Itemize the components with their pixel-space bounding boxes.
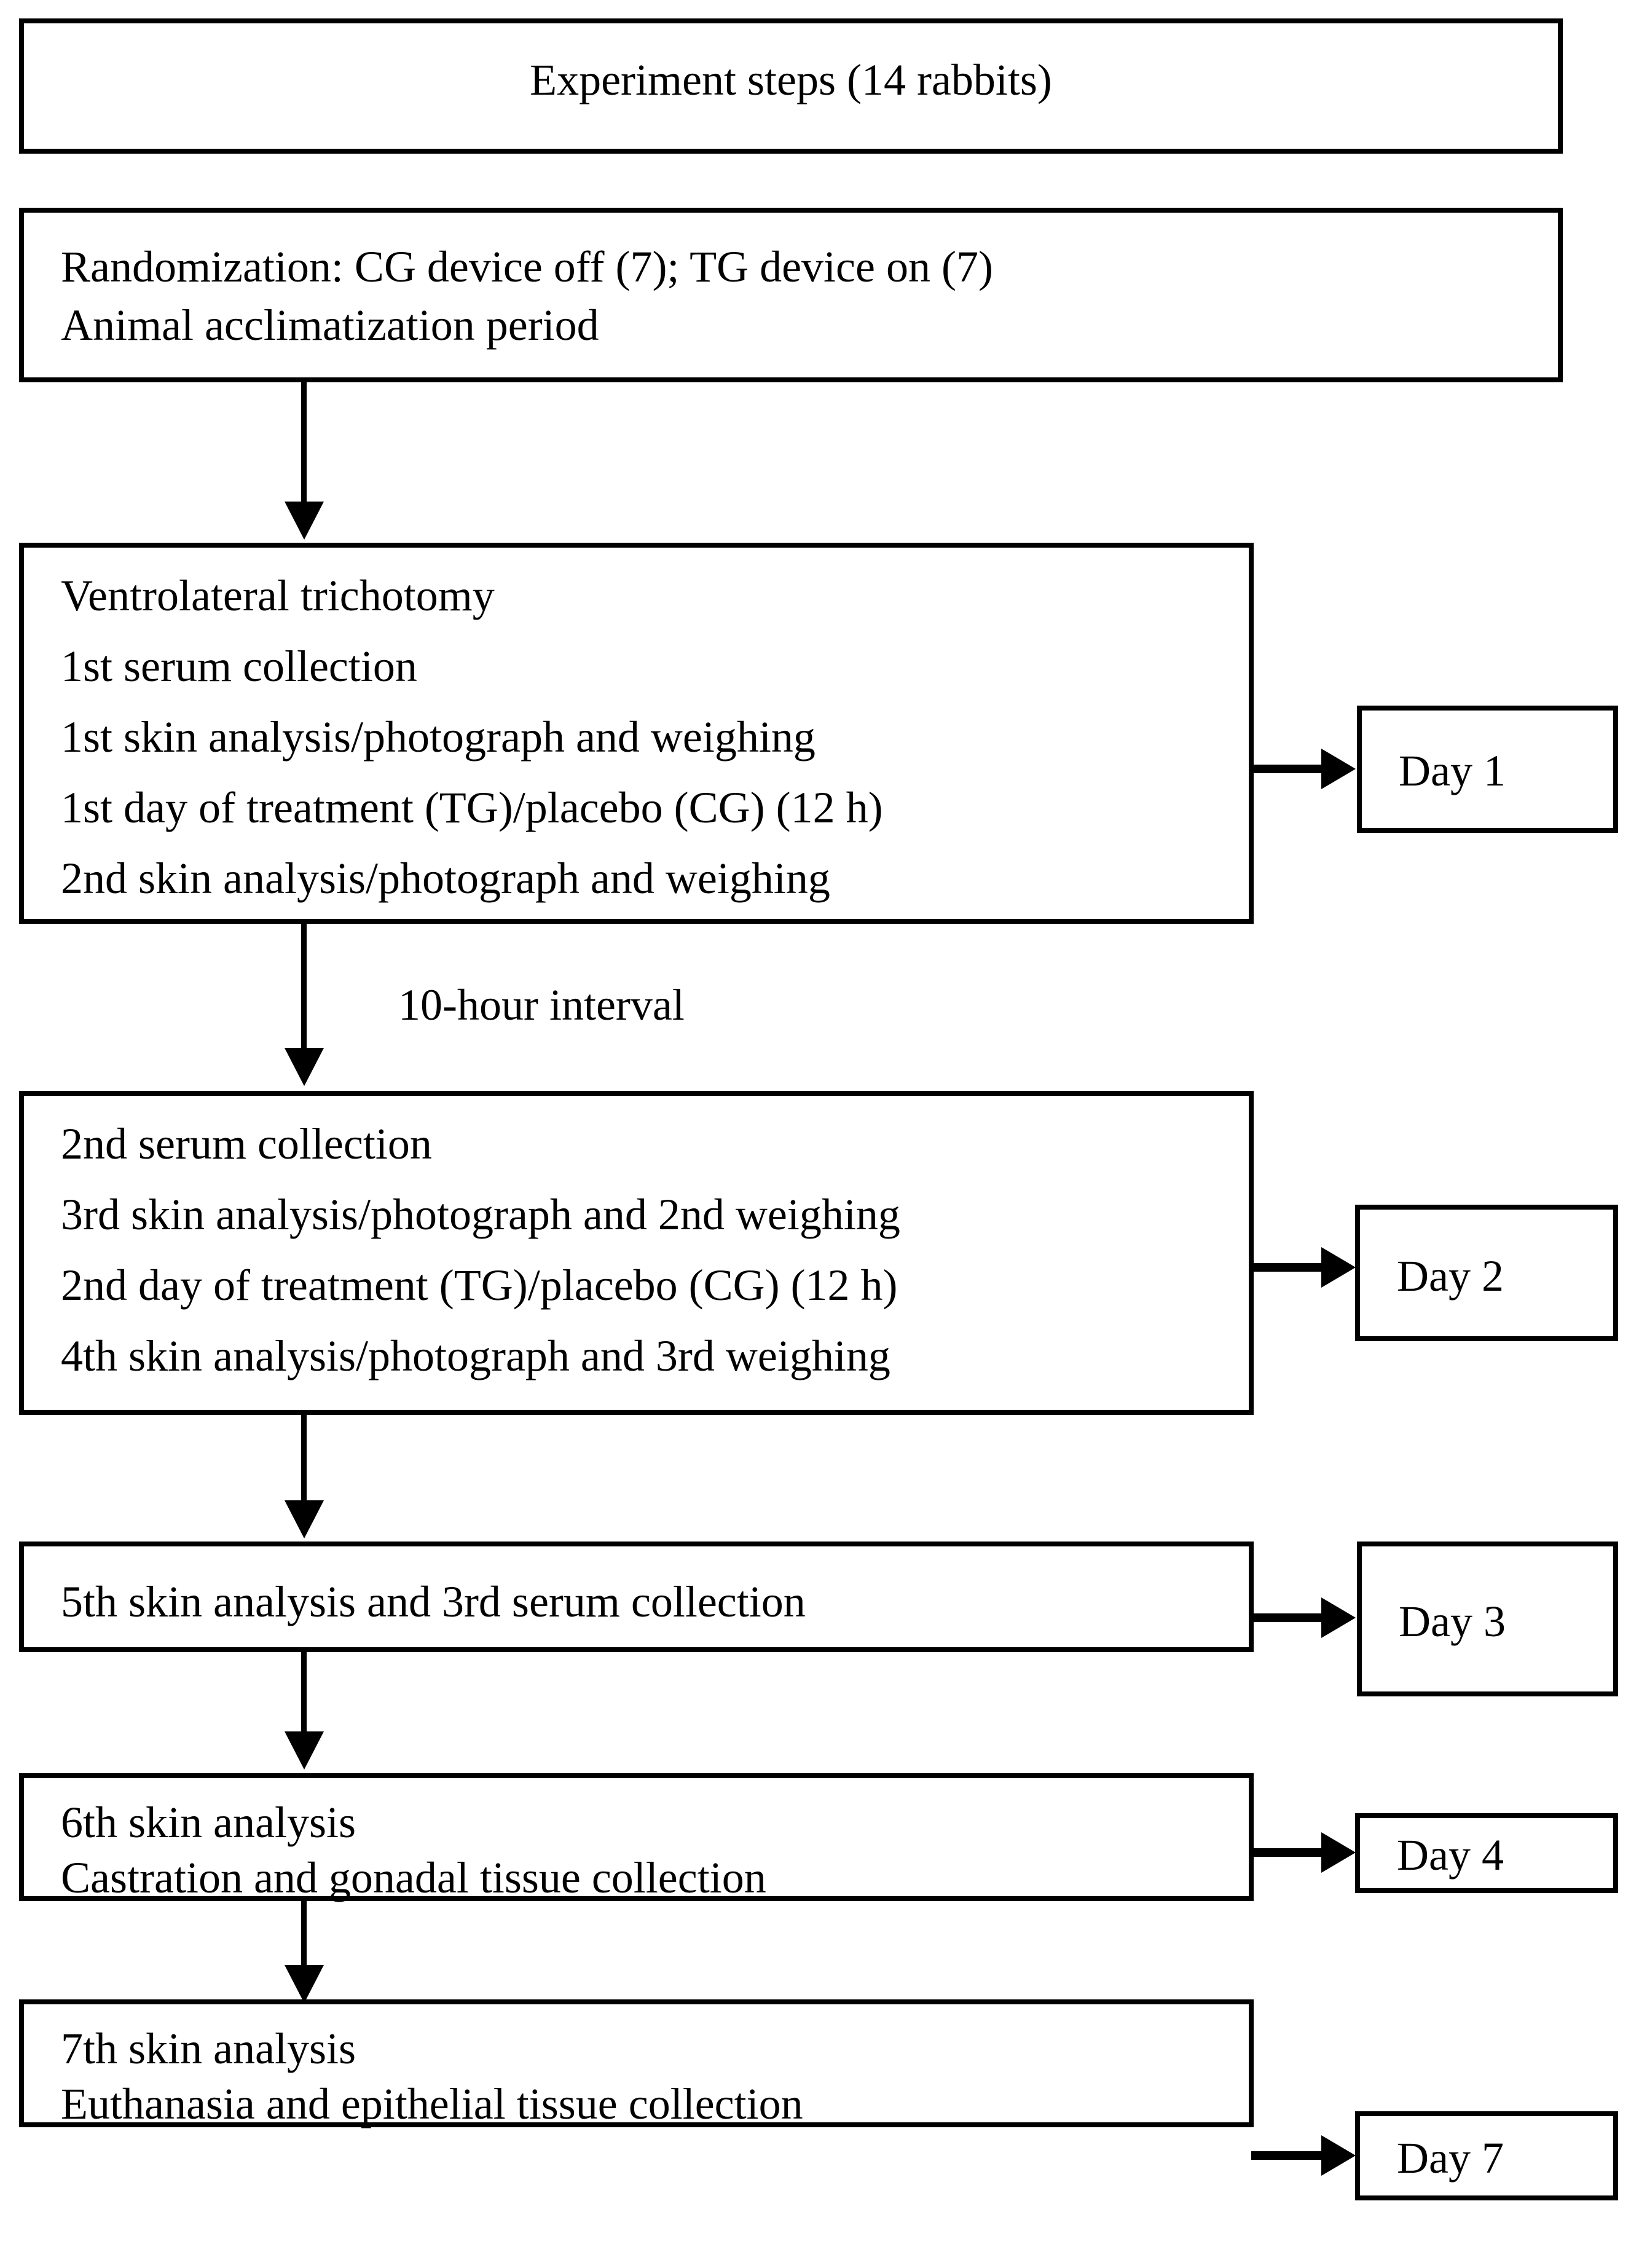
connector-arrowhead-day3-steps-to-day3-label	[1321, 1597, 1356, 1638]
node-day2-line-3: 2nd day of treatment (TG)/placebo (CG) (…	[61, 1261, 898, 1310]
node-randomization-line-2: Animal acclimatization period	[61, 301, 599, 350]
node-day1-line-3: 1st skin analysis/photograph and weighin…	[61, 712, 816, 762]
connector-arrowhead-day7-steps-to-day7-label	[1321, 2135, 1356, 2176]
node-day4-line-2: Castration and gonadal tissue collection	[61, 1853, 766, 1902]
node-randomization-box: Randomization: CG device off (7); TG dev…	[19, 208, 1563, 382]
node-randomization-line-1: Randomization: CG device off (7); TG dev…	[61, 242, 993, 291]
node-day7-line-1: 7th skin analysis	[61, 2024, 356, 2073]
node-day2-line-2: 3rd skin analysis/photograph and 2nd wei…	[61, 1190, 900, 1239]
node-day1-line-5: 2nd skin analysis/photograph and weighin…	[61, 854, 830, 903]
connector-line-day2-steps-to-day2-label	[1251, 1263, 1331, 1272]
node-day2-line-1: 2nd serum collection	[61, 1119, 432, 1168]
connector-line-day4-to-day7	[301, 1901, 307, 1969]
node-day7-steps-box: 7th skin analysis Euthanasia and epithel…	[19, 1999, 1254, 2128]
connector-arrowhead-day1-steps-to-day1-label	[1321, 749, 1356, 789]
connector-line-day3-to-day4	[301, 1652, 307, 1735]
connector-line-day1-to-day2	[301, 924, 307, 1052]
connector-line-day4-steps-to-day4-label	[1251, 1848, 1331, 1857]
day-label-text-day4: Day 4	[1397, 1830, 1504, 1880]
connector-line-randomization-to-day1	[301, 382, 307, 505]
connector-arrowhead-day1-to-day2	[285, 1048, 324, 1086]
connector-line-day7-steps-to-day7-label	[1251, 2151, 1331, 2160]
node-day3-line-1: 5th skin analysis and 3rd serum collecti…	[61, 1577, 806, 1626]
edge-label-10-hour-interval: 10-hour interval	[398, 980, 685, 1030]
node-day4-steps-box: 6th skin analysis Castration and gonadal…	[19, 1773, 1254, 1902]
node-day1-line-1: Ventrolateral trichotomy	[61, 571, 495, 620]
day-label-box-day4: Day 4	[1355, 1813, 1618, 1893]
day-label-text-day7: Day 7	[1397, 2133, 1504, 2183]
day-label-box-day1: Day 1	[1357, 706, 1618, 833]
connector-arrowhead-randomization-to-day1	[285, 502, 324, 540]
node-day1-steps-box: Ventrolateral trichotomy 1st serum colle…	[19, 543, 1254, 924]
node-title-text: Experiment steps (14 rabbits)	[530, 55, 1052, 104]
connector-arrowhead-day2-steps-to-day2-label	[1321, 1247, 1356, 1288]
node-day4-line-1: 6th skin analysis	[61, 1798, 356, 1847]
day-label-box-day3: Day 3	[1357, 1542, 1618, 1696]
node-day1-line-4: 1st day of treatment (TG)/placebo (CG) (…	[61, 783, 883, 832]
day-label-text-day3: Day 3	[1399, 1597, 1506, 1646]
node-day2-steps-box: 2nd serum collection 3rd skin analysis/p…	[19, 1091, 1254, 1415]
node-title-box: Experiment steps (14 rabbits)	[19, 18, 1563, 154]
node-day7-line-2: Euthanasia and epithelial tissue collect…	[61, 2079, 803, 2128]
node-day2-line-4: 4th skin analysis/photograph and 3rd wei…	[61, 1331, 890, 1380]
connector-arrowhead-day2-to-day3	[285, 1500, 324, 1538]
day-label-text-day1: Day 1	[1399, 746, 1506, 795]
connector-line-day3-steps-to-day3-label	[1251, 1613, 1331, 1622]
day-label-box-day7: Day 7	[1355, 2111, 1618, 2200]
connector-line-day1-steps-to-day1-label	[1251, 765, 1331, 773]
node-day1-line-2: 1st serum collection	[61, 642, 417, 691]
day-label-box-day2: Day 2	[1355, 1205, 1618, 1341]
connector-arrowhead-day3-to-day4	[285, 1731, 324, 1770]
connector-arrowhead-day4-steps-to-day4-label	[1321, 1832, 1356, 1873]
connector-arrowhead-day4-to-day7	[285, 1965, 324, 2003]
node-day3-steps-box: 5th skin analysis and 3rd serum collecti…	[19, 1542, 1254, 1652]
day-label-text-day2: Day 2	[1397, 1251, 1504, 1301]
connector-line-day2-to-day3	[301, 1415, 307, 1504]
